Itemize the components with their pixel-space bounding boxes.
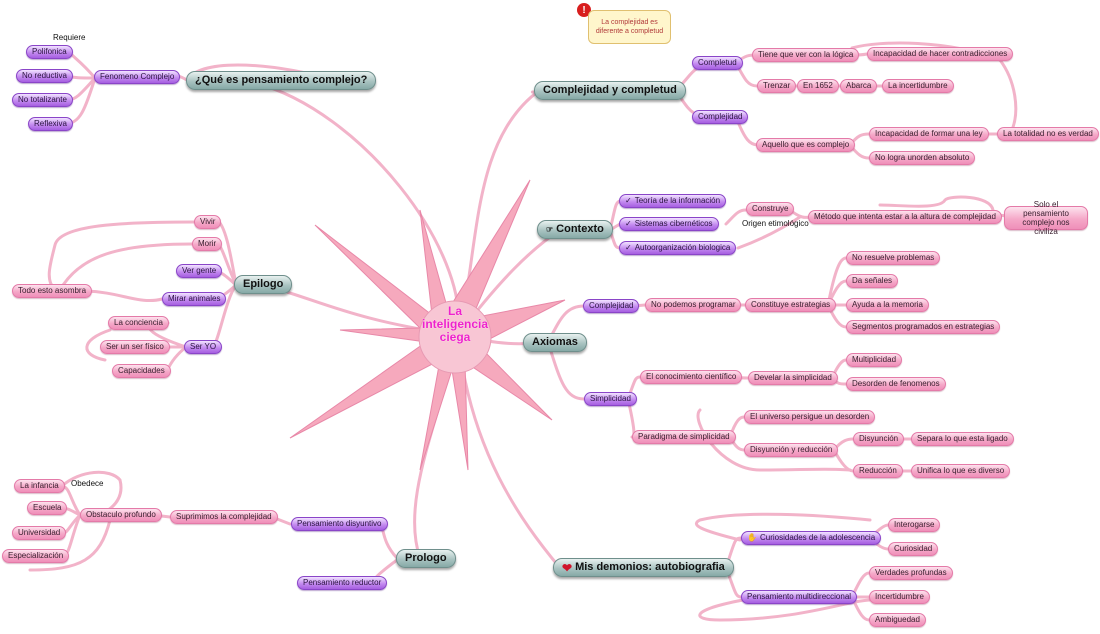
topic-epilogo[interactable]: Epilogo — [234, 275, 293, 294]
node-simplicidad[interactable]: Simplicidad — [584, 392, 637, 406]
node-paradigma-simplicidad[interactable]: Paradigma de simplicidad — [632, 430, 736, 444]
node-autoorganizacion[interactable]: ✓Autoorganización biologica — [619, 241, 737, 255]
node-logica[interactable]: Tiene que ver con la lógica — [752, 48, 860, 62]
check-icon: ✓ — [625, 243, 632, 252]
topic-mis-demonios[interactable]: ❤Mis demonios: autobiografia — [553, 558, 734, 577]
topic-prologo[interactable]: Prologo — [396, 549, 456, 568]
central-topic-title: La inteligencia ciega — [421, 304, 489, 344]
label-obedece: Obedece — [71, 479, 104, 488]
node-incertidumbre[interactable]: Incertidumbre — [869, 590, 930, 604]
alert-icon: ! — [577, 3, 591, 17]
handshake-icon: ✋ — [747, 533, 757, 542]
node-sistemas-ciberneticos[interactable]: ✓Sistemas cibernéticos — [619, 217, 719, 231]
node-solo-pensamiento[interactable]: Solo el pensamiento complejo nos civiliz… — [1004, 200, 1088, 236]
node-la-infancia[interactable]: La infancia — [14, 479, 65, 493]
node-multiplicidad[interactable]: Multiplicidad — [846, 353, 903, 367]
node-unifica-diverso[interactable]: Unifica lo que es diverso — [911, 464, 1011, 478]
node-reduccion[interactable]: Reducción — [853, 464, 903, 478]
node-disyuncion-reduccion[interactable]: Disyunción y reducción — [744, 443, 839, 457]
node-complejidad[interactable]: Complejidad — [692, 110, 749, 124]
node-fenomeno-complejo[interactable]: Fenomeno Complejo — [94, 70, 181, 84]
node-no-totalizante[interactable]: No totalizante — [12, 93, 73, 107]
node-orden-absoluto[interactable]: No logra unorden absoluto — [869, 151, 976, 165]
node-interrogarse[interactable]: Interogarse — [888, 518, 941, 532]
node-contradicciones[interactable]: Incapacidad de hacer contradicciones — [867, 47, 1014, 61]
topic-que-es[interactable]: ¿Qué es pensamiento complejo? — [186, 71, 377, 90]
node-formar-ley[interactable]: Incapacidad de formar una ley — [869, 127, 989, 141]
node-curiosidades-adolescencia[interactable]: ✋Curiosidades de la adolescencia — [741, 531, 882, 545]
node-suprimimos-complejidad[interactable]: Suprimimos la complejidad — [170, 510, 278, 524]
node-develar-simplicidad[interactable]: Develar la simplicidad — [748, 371, 838, 385]
node-conocimiento-cientifico[interactable]: El conocimiento científico — [640, 370, 743, 384]
node-teoria-informacion[interactable]: ✓Teoría de la información — [619, 194, 727, 208]
central-node[interactable] — [418, 300, 492, 374]
node-universo-desorden[interactable]: El universo persigue un desorden — [744, 410, 876, 424]
node-metodo[interactable]: Método que intenta estar a la altura de … — [808, 210, 1002, 224]
node-sistemas-label: Sistemas cibernéticos — [634, 219, 713, 228]
hand-pointing-icon: ☞ — [546, 224, 554, 234]
node-aquello-complejo[interactable]: Aquello que es complejo — [756, 138, 856, 152]
node-disyuncion[interactable]: Disyunción — [853, 432, 905, 446]
topic-demonios-label: Mis demonios: autobiografia — [575, 561, 725, 573]
node-ser-yo[interactable]: Ser YO — [184, 340, 223, 354]
node-no-podemos-programar[interactable]: No podemos programar — [645, 298, 742, 312]
node-mirar-animales[interactable]: Mirar animales — [162, 292, 227, 306]
node-capacidades[interactable]: Capacidades — [112, 364, 171, 378]
node-obstaculo-profundo[interactable]: Obstaculo profundo — [80, 508, 162, 522]
node-teoria-label: Teoría de la información — [634, 196, 721, 205]
node-desorden-fenomenos[interactable]: Desorden de fenomenos — [846, 377, 946, 391]
node-da-senales[interactable]: Da señales — [846, 274, 899, 288]
node-en-1652[interactable]: En 1652 — [797, 79, 839, 93]
node-la-conciencia[interactable]: La conciencia — [108, 316, 169, 330]
node-no-reductiva[interactable]: No reductiva — [16, 69, 73, 83]
check-icon: ✓ — [625, 196, 632, 205]
topic-contexto[interactable]: ☞Contexto — [537, 220, 613, 239]
node-abarca[interactable]: Abarca — [840, 79, 878, 93]
check-icon: ✓ — [625, 219, 632, 228]
node-pensamiento-multidireccional[interactable]: Pensamiento multidireccional — [741, 590, 858, 604]
node-constituye-estrategias[interactable]: Constituye estrategias — [745, 298, 837, 312]
node-morir[interactable]: Morir — [192, 237, 223, 251]
node-verdades-profundas[interactable]: Verdades profundas — [869, 566, 953, 580]
label-origen-etimologico: Origen etimológico — [742, 219, 809, 228]
label-requiere: Requiere — [53, 33, 86, 42]
callout-note: La complejidad es diferente a completud — [588, 10, 671, 44]
node-especializacion[interactable]: Especialización — [2, 549, 70, 563]
node-completud[interactable]: Completud — [692, 56, 743, 70]
node-totalidad[interactable]: La totalidad no es verdad — [997, 127, 1099, 141]
topic-complejidad-completud[interactable]: Complejidad y completud — [534, 81, 686, 100]
node-no-resuelve[interactable]: No resuelve problemas — [846, 251, 941, 265]
node-vivir[interactable]: Vivir — [194, 215, 222, 229]
node-axiomas-complejidad[interactable]: Complejidad — [583, 299, 640, 313]
node-escuela[interactable]: Escuela — [27, 501, 68, 515]
node-universidad[interactable]: Universidad — [12, 526, 67, 540]
node-la-incertidumbre[interactable]: La incertidumbre — [882, 79, 954, 93]
node-construye[interactable]: Construye — [746, 202, 795, 216]
node-segmentos[interactable]: Segmentos programados en estrategias — [846, 320, 1001, 334]
heart-icon: ❤ — [562, 560, 573, 575]
node-pensamiento-disyuntivo[interactable]: Pensamiento disyuntivo — [291, 517, 388, 531]
node-pensamiento-reductor[interactable]: Pensamiento reductor — [297, 576, 388, 590]
node-polifonica[interactable]: Polifonica — [26, 45, 73, 59]
node-ver-gente[interactable]: Ver gente — [176, 264, 223, 278]
node-separa-ligado[interactable]: Separa lo que esta ligado — [911, 432, 1014, 446]
node-auto-label: Autoorganización biologica — [634, 243, 731, 252]
topic-contexto-label: Contexto — [556, 223, 604, 235]
node-curiosidades-label: Curiosidades de la adolescencia — [759, 533, 876, 542]
node-ayuda-memoria[interactable]: Ayuda a la memoria — [846, 298, 929, 312]
node-ser-fisico[interactable]: Ser un ser físico — [100, 340, 170, 354]
node-reflexiva[interactable]: Reflexiva — [28, 117, 73, 131]
node-ambiguedad[interactable]: Ambiguedad — [869, 613, 926, 627]
node-trenzar[interactable]: Trenzar — [757, 79, 797, 93]
topic-axiomas[interactable]: Axiomas — [523, 333, 587, 352]
node-curiosidad[interactable]: Curiosidad — [888, 542, 939, 556]
node-todo-asombra[interactable]: Todo esto asombra — [12, 284, 93, 298]
